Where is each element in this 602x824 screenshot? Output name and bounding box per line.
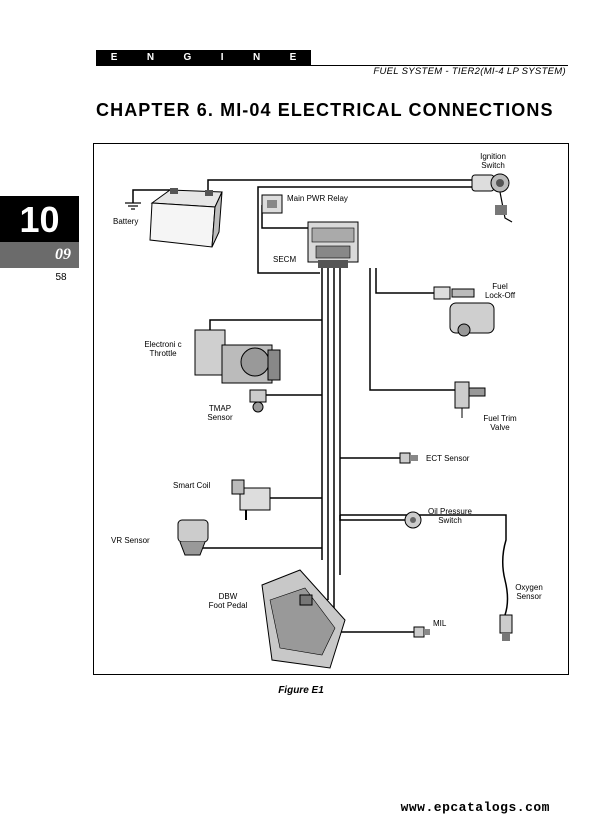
page-number: 58 xyxy=(55,272,67,283)
chapter-tab: 10 xyxy=(0,196,79,242)
fuel-trim-valve-component xyxy=(454,381,486,418)
tmap-sensor-component xyxy=(249,389,267,413)
label-oil-2: Switch xyxy=(438,516,462,525)
label-trim-2: Valve xyxy=(490,423,510,432)
oxygen-sensor-component xyxy=(499,525,513,641)
chapter-title: CHAPTER 6. MI-04 ELECTRICAL CONNECTIONS xyxy=(96,100,554,120)
ignition-relay-wire xyxy=(257,186,472,274)
diagram-frame xyxy=(93,143,569,675)
oil-pressure-switch-component xyxy=(404,511,422,529)
battery-component xyxy=(149,188,223,248)
vr-sensor-component xyxy=(177,519,209,556)
fuel-trim-wire xyxy=(369,268,455,391)
label-battery: Battery xyxy=(113,217,138,226)
label-oxy-2: Sensor xyxy=(516,592,542,601)
smart-coil-component xyxy=(231,479,271,520)
label-fuel-1: Fuel xyxy=(492,282,508,291)
label-tmap-2: Sensor xyxy=(207,413,233,422)
label-throttle-1: Electroni c xyxy=(144,340,181,349)
electronic-throttle-component xyxy=(194,329,281,384)
section-letter: E xyxy=(289,52,297,63)
label-throttle-2: Throttle xyxy=(149,349,177,358)
section-letter: G xyxy=(183,52,192,63)
subchapter-tab: 09 xyxy=(0,242,79,268)
section-header-bar xyxy=(96,50,311,65)
label-mil: MIL xyxy=(433,619,447,628)
label-oxy-1: Oxygen xyxy=(515,583,543,592)
dbw-pedal-component xyxy=(261,569,346,669)
main-power-relay-component xyxy=(261,194,283,214)
ect-sensor-component xyxy=(399,452,418,464)
wiring-diagram: Ignition Switch Battery Main PWR Relay S… xyxy=(93,143,569,675)
label-vr: VR Sensor xyxy=(111,536,150,545)
header-rule xyxy=(96,65,568,66)
watermark: www.epcatalogs.com xyxy=(400,800,550,815)
battery-ignition-wire xyxy=(207,179,472,194)
header-subtitle: FUEL SYSTEM - TIER2(MI-4 LP SYSTEM) xyxy=(373,66,566,77)
label-dbw-2: Foot Pedal xyxy=(209,601,248,610)
label-ect: ECT Sensor xyxy=(426,454,470,463)
section-letter: I xyxy=(220,52,224,63)
label-tmap-1: TMAP xyxy=(209,404,231,413)
section-letter: N xyxy=(146,52,155,63)
section-header-letters: E N G I N E xyxy=(96,51,311,65)
fuel-lockoff-wire xyxy=(375,268,434,294)
wires xyxy=(132,179,507,633)
label-secm: SECM xyxy=(273,255,296,264)
vr-wire xyxy=(199,535,322,549)
secm-component xyxy=(307,221,359,268)
label-ignition-1: Ignition xyxy=(480,152,506,161)
label-relay: Main PWR Relay xyxy=(287,194,348,203)
figure-caption: Figure E1 xyxy=(278,685,324,696)
section-letter: E xyxy=(110,52,118,63)
oxygen-wire xyxy=(340,514,507,525)
label-ignition-2: Switch xyxy=(481,161,505,170)
mil-lamp-component xyxy=(413,626,430,638)
label-coil: Smart Coil xyxy=(173,481,211,490)
label-oil-1: Oil Pressure xyxy=(428,507,473,516)
oil-wire xyxy=(339,515,405,521)
fuel-lockoff-component xyxy=(433,286,495,337)
label-fuel-2: Lock-Off xyxy=(485,291,516,300)
ground-wire xyxy=(132,189,170,203)
ignition-switch-component xyxy=(471,173,513,223)
ground-symbol xyxy=(125,202,141,210)
label-trim-1: Fuel Trim xyxy=(483,414,517,423)
section-letter: N xyxy=(252,52,261,63)
label-dbw-1: DBW xyxy=(219,592,238,601)
throttle-wire xyxy=(209,319,322,340)
